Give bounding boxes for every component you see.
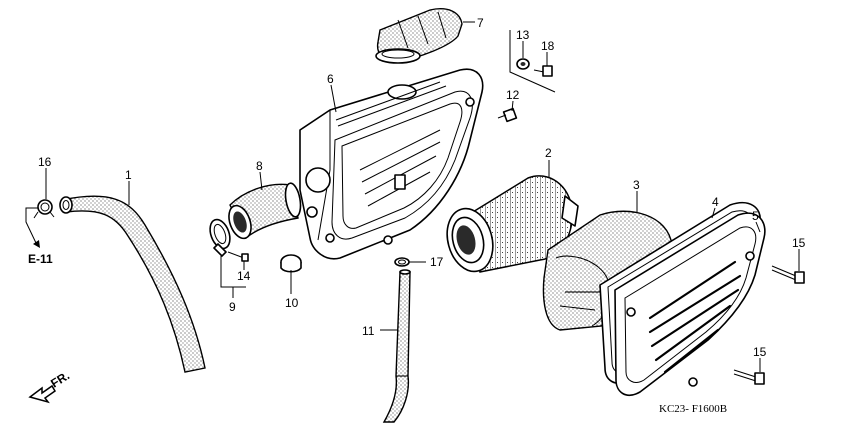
- drain-clip: [394, 257, 410, 267]
- reference-e11: E-11: [28, 252, 53, 266]
- callout-18: 18: [541, 39, 555, 53]
- e11-reference-bracket: [25, 207, 40, 248]
- callout-labels: 1 2 3 4 5 6 7 8 9 10 11 12 13 14 15 15 1…: [38, 16, 806, 359]
- callout-2: 2: [545, 146, 552, 160]
- fastener-bracket: [509, 30, 556, 93]
- cover-bolt-lower: [733, 369, 765, 385]
- drain-tube: [382, 269, 411, 423]
- connecting-tube: [228, 182, 302, 240]
- inlet-duct: [375, 8, 463, 64]
- callout-17: 17: [430, 255, 444, 269]
- tube-band: [209, 218, 231, 257]
- callout-6: 6: [327, 72, 334, 86]
- leader-lines: [45, 21, 800, 372]
- callout-8: 8: [256, 159, 263, 173]
- callout-4: 4: [712, 195, 719, 209]
- drawing-code: KC23- F1600B: [659, 403, 727, 415]
- hose-clip: [33, 199, 55, 219]
- washer-13: [516, 58, 530, 70]
- air-filter-element: [446, 175, 579, 273]
- callout-1: 1: [125, 168, 132, 182]
- callout-11: 11: [362, 324, 375, 338]
- callout-9: 9: [229, 300, 236, 314]
- band-screw: [227, 251, 249, 262]
- callout-13: 13: [516, 28, 530, 42]
- callout-3: 3: [633, 178, 640, 192]
- callout-12: 12: [506, 88, 520, 102]
- cover-bolt-upper: [771, 265, 805, 284]
- front-arrow: [28, 384, 57, 404]
- breather-hose: [59, 195, 206, 373]
- callout-5: 5: [752, 209, 759, 223]
- callout-7: 7: [477, 16, 484, 30]
- air-cleaner-cover: [614, 212, 766, 396]
- callout-15-upper: 15: [792, 236, 806, 250]
- callout-16: 16: [38, 155, 52, 169]
- case-screw-12: [497, 107, 518, 123]
- callout-14: 14: [237, 269, 251, 283]
- callout-10: 10: [285, 296, 299, 310]
- callout-15-lower: 15: [753, 345, 767, 359]
- drain-plug: [280, 254, 302, 273]
- air-cleaner-case: [299, 68, 484, 260]
- bolt-18: [533, 65, 553, 77]
